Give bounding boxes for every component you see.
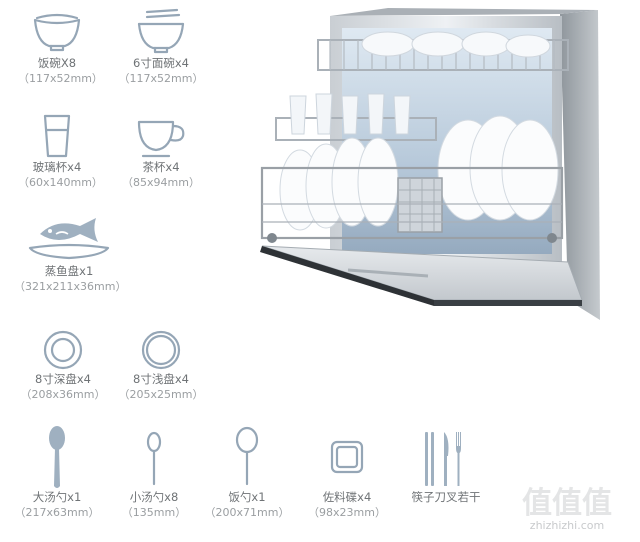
item-dims: （208x36mm） (20, 388, 106, 401)
item-dims: （117x52mm） (118, 72, 204, 85)
glass-icon (43, 114, 71, 158)
item-soup-ladle: 大汤勺x1 （217x63mm） (14, 424, 100, 520)
item-dims: （135mm） (121, 506, 187, 519)
shallow-plate-icon (141, 330, 181, 370)
item-tea-cup: 茶杯x4 （85x94mm） (116, 112, 206, 190)
item-rice-bowl: 饭碗X8 （117x52mm） (18, 8, 103, 86)
noodle-bowl-icon (137, 8, 185, 54)
item-label: 小汤勺x8 (129, 490, 179, 504)
dishwasher-door (260, 245, 583, 306)
item-label: 茶杯x4 (142, 160, 180, 174)
rice-scoop-icon (235, 426, 259, 486)
item-noodle-bowl: 6寸面碗x4 （117x52mm） (116, 8, 206, 86)
item-cutlery: 筷子刀叉若干 (396, 424, 496, 505)
item-shallow-plate: 8寸浅盘x4 （205x25mm） (114, 328, 208, 402)
item-dims: （98x23mm） (308, 506, 386, 519)
item-dims: （200x71mm） (204, 506, 290, 519)
item-glass: 玻璃杯x4 （60x140mm） (18, 112, 103, 190)
item-small-spoon: 小汤勺x8 （135mm） (112, 424, 196, 520)
item-label: 8寸深盘x4 (35, 372, 91, 386)
item-label: 佐料碟x4 (322, 490, 372, 504)
item-label: 饭勺x1 (228, 490, 266, 504)
item-rice-scoop: 饭勺x1 （200x71mm） (204, 424, 290, 520)
item-dims: （321x211x36mm） (14, 280, 127, 293)
watermark: 值值值 zhizhizhi.com (522, 489, 612, 533)
item-label: 玻璃杯x4 (32, 160, 82, 174)
fish-plate-icon (28, 218, 110, 260)
lower-rack (260, 115, 564, 267)
item-dims: （205x25mm） (118, 388, 204, 401)
item-label: 筷子刀叉若干 (411, 490, 481, 504)
small-spoon-icon (146, 431, 162, 486)
dishwasher-image (260, 8, 600, 320)
watermark-url: zhizhizhi.com (529, 519, 605, 532)
item-label: 饭碗X8 (37, 56, 77, 70)
rice-bowl-icon (33, 13, 81, 52)
sauce-dish-icon (330, 440, 364, 474)
top-panel (330, 8, 598, 16)
item-dims: （217x63mm） (14, 506, 100, 519)
item-dims: （85x94mm） (122, 176, 200, 189)
side-panel (560, 10, 600, 320)
upper-rack (317, 31, 569, 71)
watermark-logo: 值值值 (522, 486, 612, 521)
item-label: 蒸鱼盘x1 (44, 264, 94, 278)
item-deep-plate: 8寸深盘x4 （208x36mm） (18, 328, 108, 402)
cutlery-icon (425, 432, 461, 486)
middle-rack (275, 93, 437, 141)
deep-plate-icon (43, 330, 83, 370)
item-sauce-dish: 佐料碟x4 （98x23mm） (306, 424, 388, 520)
item-fish-plate: 蒸鱼盘x1 （321x211x36mm） (14, 212, 127, 294)
tea-cup-icon (137, 120, 185, 158)
item-label: 6寸面碗x4 (133, 56, 189, 70)
soup-ladle-icon (49, 426, 65, 488)
item-dims: （60x140mm） (18, 176, 103, 189)
item-dims: （117x52mm） (18, 72, 103, 85)
item-label: 大汤勺x1 (32, 490, 82, 504)
item-label: 8寸浅盘x4 (133, 372, 189, 386)
